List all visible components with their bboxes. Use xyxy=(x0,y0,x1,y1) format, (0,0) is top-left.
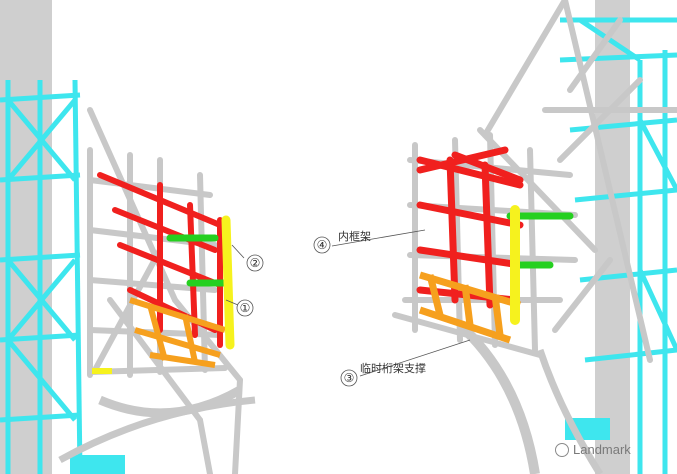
left-cyan-base xyxy=(70,455,125,474)
callout-circle-2 xyxy=(246,254,264,272)
callout-number-1: ① xyxy=(240,301,251,315)
callout-number-2: ② xyxy=(250,256,261,270)
leader-lines xyxy=(225,229,471,377)
inner-frame-label: 内框架 xyxy=(338,229,371,243)
callout-circle-4 xyxy=(313,236,331,254)
right-support-arc-inner xyxy=(536,348,603,474)
left-green-bars xyxy=(166,234,229,287)
left-yellow-bar xyxy=(92,368,112,374)
right-orange-truss xyxy=(418,271,522,344)
right-support-arc xyxy=(456,321,540,474)
callout-circle-3 xyxy=(340,369,358,387)
callout-circle-1 xyxy=(236,299,254,317)
watermark: Landmark xyxy=(555,442,631,457)
callout-number-3: ③ xyxy=(344,371,355,385)
watermark-text: Landmark xyxy=(573,442,631,457)
right-column xyxy=(595,0,630,474)
left-orange-truss xyxy=(129,297,226,368)
left-support-arc-inner xyxy=(58,396,256,464)
temporary-truss-label: 临时桁架支撑 xyxy=(360,361,426,375)
callout-number-4: ④ xyxy=(317,238,328,252)
left-cyan-tower xyxy=(0,79,83,474)
right-red-frame xyxy=(416,146,524,309)
wechat-icon xyxy=(555,442,569,457)
left-yellow-post xyxy=(221,215,235,350)
